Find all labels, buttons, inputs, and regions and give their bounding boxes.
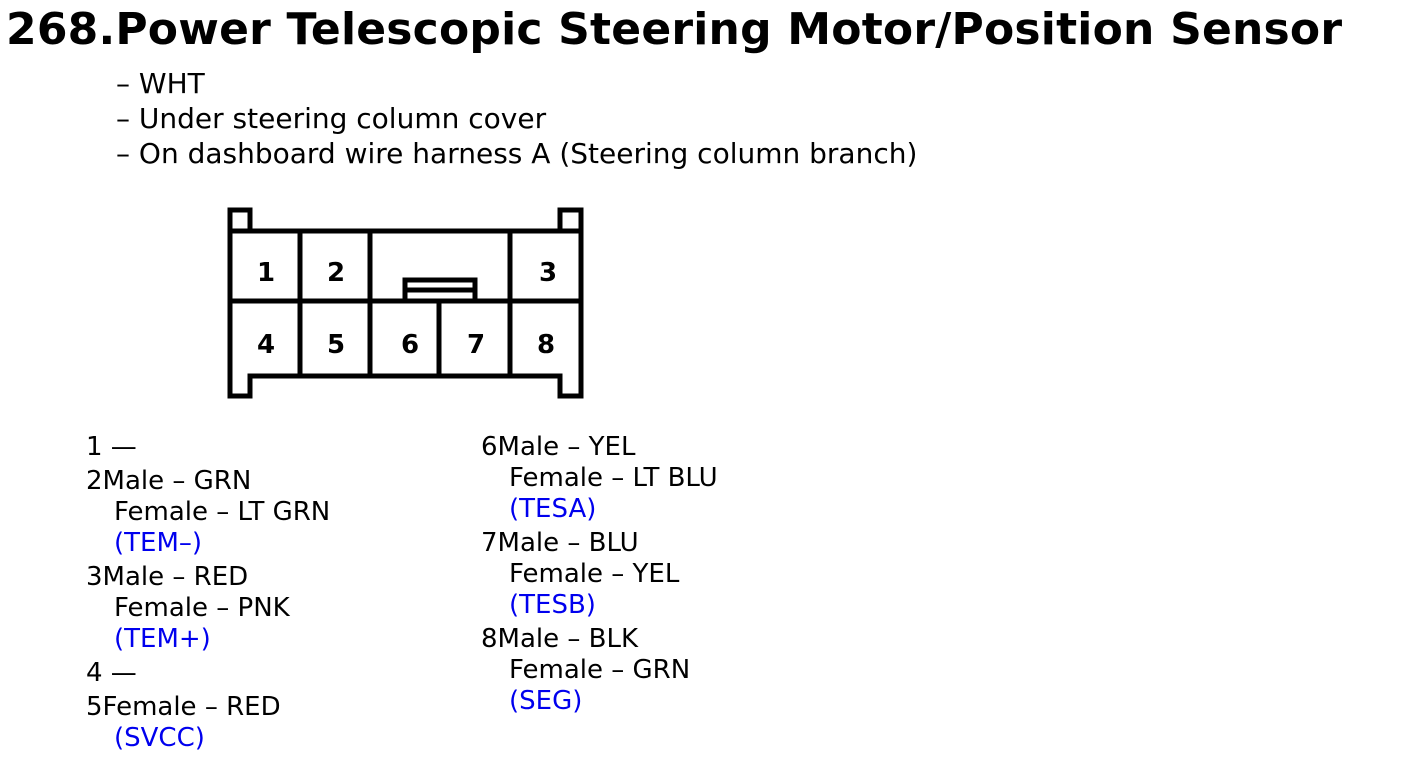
pin-entry-4: 4 — bbox=[86, 658, 330, 689]
pin-label-1: 1 bbox=[257, 258, 275, 288]
pin-5-signal: (SVCC) bbox=[114, 723, 205, 753]
pin-list-right: 6Male – YEL Female – LT BLU (TESA) 7Male… bbox=[481, 432, 718, 720]
page-title: 268.Power Telescopic Steering Motor/Posi… bbox=[6, 4, 1343, 55]
note-color: – WHT bbox=[116, 67, 205, 100]
pin-6-signal: (TESA) bbox=[509, 494, 597, 524]
pin-entry-1: 1 — bbox=[86, 432, 330, 463]
connector-diagram: 1 2 3 4 5 6 7 8 bbox=[227, 207, 584, 399]
pin-label-5: 5 bbox=[327, 330, 345, 360]
pin-entry-2: 2Male – GRN Female – LT GRN (TEM–) bbox=[86, 466, 330, 559]
pin-7-signal: (TESB) bbox=[509, 590, 596, 620]
pin-6-male-wire: 6Male – YEL bbox=[481, 432, 636, 462]
pin-6-female-wire: Female – LT BLU bbox=[509, 463, 718, 493]
pin-label-8: 8 bbox=[537, 330, 555, 360]
pin-2-male-wire: 2Male – GRN bbox=[86, 466, 252, 496]
pin-label-7: 7 bbox=[467, 330, 485, 360]
pin-8-male-wire: 8Male – BLK bbox=[481, 624, 639, 654]
pin-entry-8: 8Male – BLK Female – GRN (SEG) bbox=[481, 624, 718, 717]
connector-notes: – WHT – Under steering column cover – On… bbox=[116, 66, 917, 171]
pin-1-wire: 1 — bbox=[86, 432, 137, 462]
pin-7-female-wire: Female – YEL bbox=[509, 559, 680, 589]
pin-label-2: 2 bbox=[327, 258, 345, 288]
pin-8-signal: (SEG) bbox=[509, 686, 583, 716]
pin-label-4: 4 bbox=[257, 330, 275, 360]
pin-3-signal: (TEM+) bbox=[114, 624, 211, 654]
pin-label-3: 3 bbox=[539, 258, 557, 288]
pin-label-6: 6 bbox=[401, 330, 419, 360]
pin-3-male-wire: 3Male – RED bbox=[86, 562, 249, 592]
pin-list-left: 1 — 2Male – GRN Female – LT GRN (TEM–) 3… bbox=[86, 432, 330, 757]
pin-entry-7: 7Male – BLU Female – YEL (TESB) bbox=[481, 528, 718, 621]
note-harness: – On dashboard wire harness A (Steering … bbox=[116, 137, 918, 170]
pin-8-female-wire: Female – GRN bbox=[509, 655, 691, 685]
pin-entry-6: 6Male – YEL Female – LT BLU (TESA) bbox=[481, 432, 718, 525]
pin-3-female-wire: Female – PNK bbox=[114, 593, 290, 623]
pin-entry-5: 5Female – RED (SVCC) bbox=[86, 692, 330, 754]
pin-2-female-wire: Female – LT GRN bbox=[114, 497, 331, 527]
note-location: – Under steering column cover bbox=[116, 102, 547, 135]
pin-2-signal: (TEM–) bbox=[114, 528, 203, 558]
pin-4-wire: 4 — bbox=[86, 658, 137, 688]
pin-5-female-wire: 5Female – RED bbox=[86, 692, 281, 722]
pin-entry-3: 3Male – RED Female – PNK (TEM+) bbox=[86, 562, 330, 655]
pin-7-male-wire: 7Male – BLU bbox=[481, 528, 639, 558]
